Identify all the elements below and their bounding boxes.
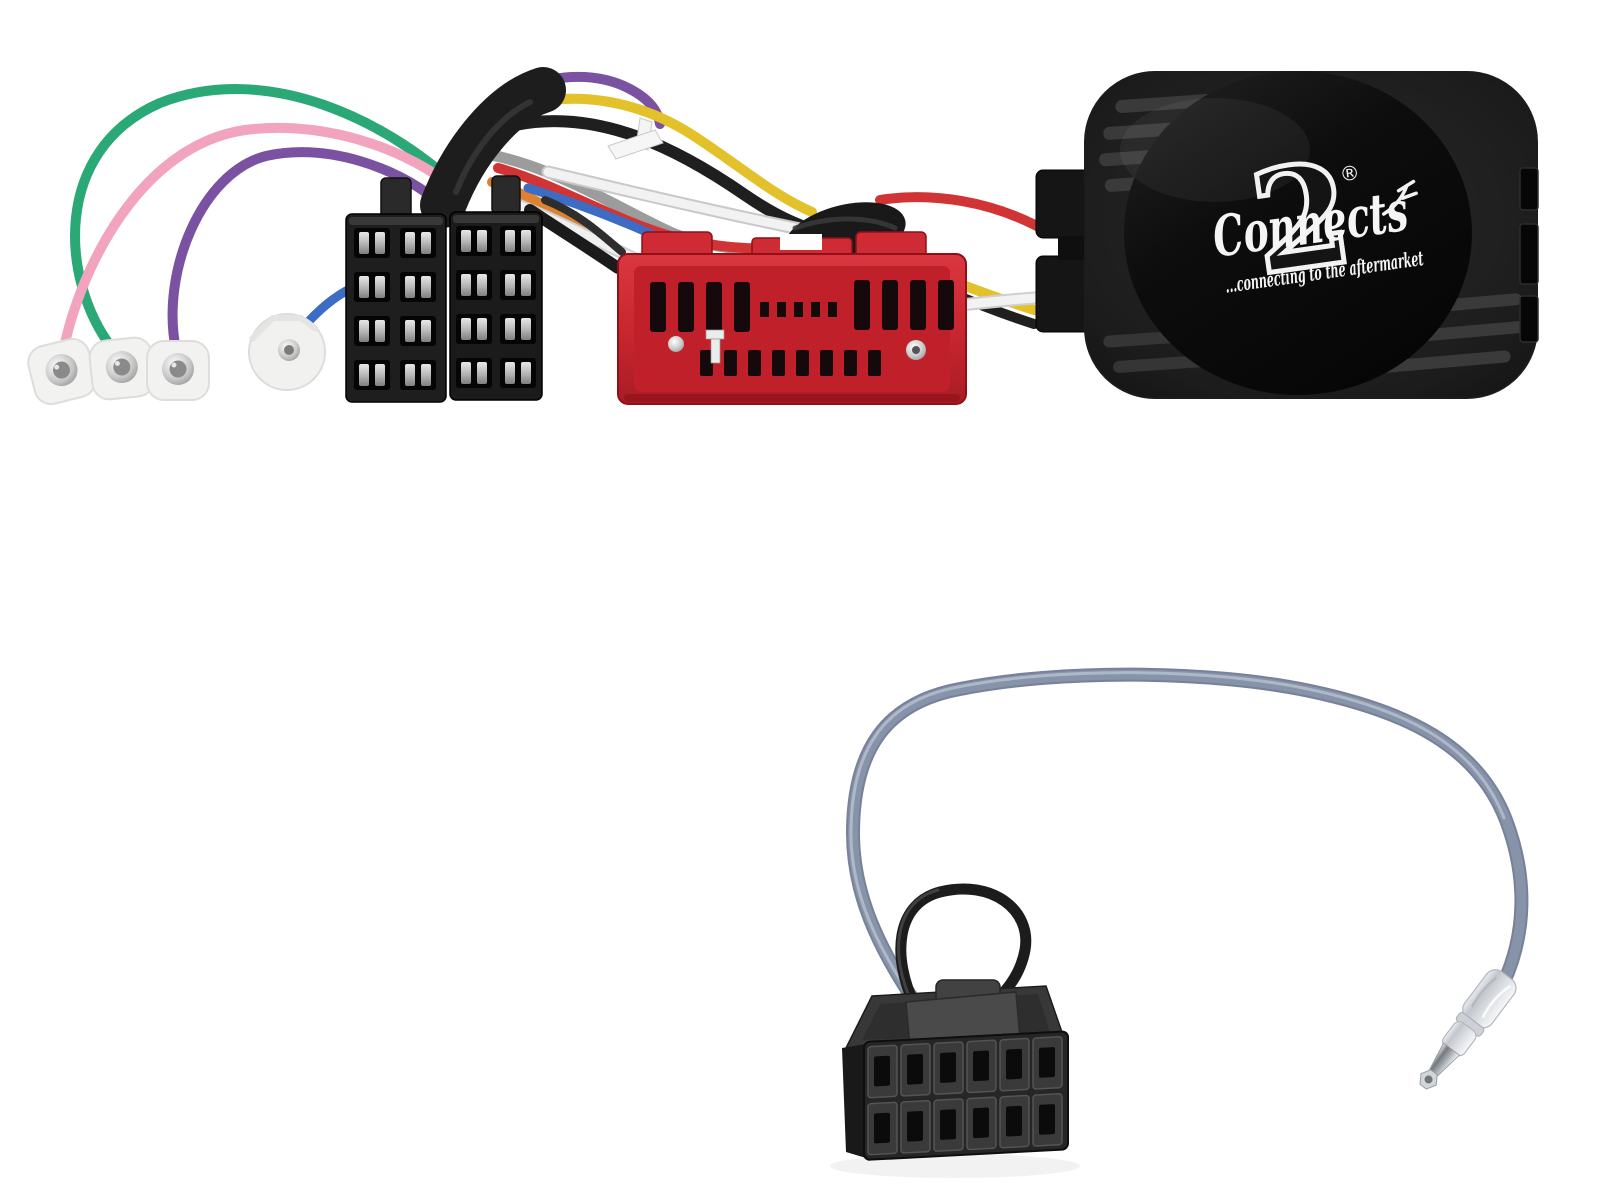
wire-dark-2: [541, 196, 626, 256]
mazda-slots-centre: [760, 302, 837, 317]
patch-lead-assembly: [830, 667, 1529, 1178]
pin-socket: [966, 1096, 997, 1151]
pin-socket: [867, 1101, 898, 1156]
plug-tip-hole: [1424, 1075, 1433, 1084]
black-wire-loop: [895, 883, 1032, 1016]
iso-pin-slot: [456, 358, 492, 388]
box-gloss-dome: [1124, 71, 1472, 395]
iso-a-tab: [380, 177, 412, 219]
logo-registered-mark: ®: [1338, 160, 1361, 187]
patch-cable-body: [847, 669, 1527, 1017]
harness-assembly: 2 Connects ® ...connecting to the afterm…: [27, 67, 1539, 406]
pin-socket: [900, 1042, 931, 1097]
box-gloss-highlight: [1120, 98, 1310, 202]
iso-b-tab: [491, 175, 521, 215]
cable-tie: [607, 117, 664, 160]
pin-socket: [966, 1039, 997, 1094]
pin-socket: [900, 1099, 931, 1154]
iso-pin-slot: [500, 270, 536, 300]
box-side-ports: [1519, 167, 1539, 343]
patch-cable: [845, 667, 1529, 1019]
iso-pin-slot: [456, 314, 492, 344]
iso-pin-slot: [500, 226, 536, 256]
connector-side-face: [842, 1044, 866, 1158]
iso-pin-slot: [456, 270, 492, 300]
pin-socket: [1032, 1092, 1063, 1147]
patch-cable-sheen: [849, 671, 1506, 1010]
mazda-pins-right: [854, 280, 954, 330]
patch-12pin-connector: [842, 979, 1069, 1161]
iso-pin-slot: [400, 272, 436, 302]
wire-pink: [59, 122, 467, 353]
logo-swash: [1381, 179, 1418, 216]
lead-red: [875, 192, 1053, 237]
ring-terminal-2: [88, 336, 156, 401]
mazda-bottom-shade: [624, 394, 960, 402]
pin-socket: [867, 1044, 898, 1099]
iso-pin-slot: [354, 272, 390, 302]
ring-terminal-disc: [248, 313, 326, 391]
iso-pin-slot: [354, 360, 390, 390]
iso-connector-left: [345, 177, 447, 403]
connector-pin-block: [863, 1030, 1069, 1161]
iso-pin-slot: [354, 228, 390, 258]
iso-pin-slot: [400, 228, 436, 258]
tape-wrap: [420, 67, 566, 228]
iso-pin-slot: [456, 226, 492, 256]
loop-wire-sheen: [897, 888, 940, 1007]
wire-purple: [167, 147, 437, 355]
pin-socket: [933, 1041, 964, 1096]
pin-socket: [933, 1098, 964, 1153]
pin-socket: [1032, 1035, 1063, 1090]
soft-shadow: [830, 1154, 1080, 1178]
iso-connector-right: [449, 175, 543, 401]
iso-pin-slot: [500, 358, 536, 388]
pin-socket: [999, 1037, 1030, 1092]
mazda-metal-t: [705, 329, 725, 364]
ring-terminal-1: [27, 337, 97, 406]
pin-socket: [999, 1094, 1030, 1149]
mazda-connector: [617, 231, 967, 405]
iso-pin-slot: [500, 314, 536, 344]
interface-box: 2 Connects ® ...connecting to the afterm…: [1035, 71, 1539, 399]
iso-b-body: [449, 211, 543, 401]
loop-wire: [895, 883, 1032, 1016]
ring-terminal-3: [146, 340, 210, 401]
logo-numeral: 2: [1242, 131, 1361, 307]
iso-pin-slot: [400, 360, 436, 390]
iso-a-body: [345, 213, 447, 403]
tape-lump-sheen: [792, 216, 898, 231]
mazda-pins-left: [650, 282, 750, 332]
mazda-key-notch: [780, 234, 822, 250]
mazda-slots-bottom: [700, 350, 881, 376]
iso-pin-slot: [400, 316, 436, 346]
tape-sheen: [453, 99, 533, 195]
wire-green: [70, 84, 457, 353]
iso-pin-slot: [354, 316, 390, 346]
antenna-plug: [1419, 969, 1517, 1090]
mazda-metal-left: [668, 336, 684, 352]
